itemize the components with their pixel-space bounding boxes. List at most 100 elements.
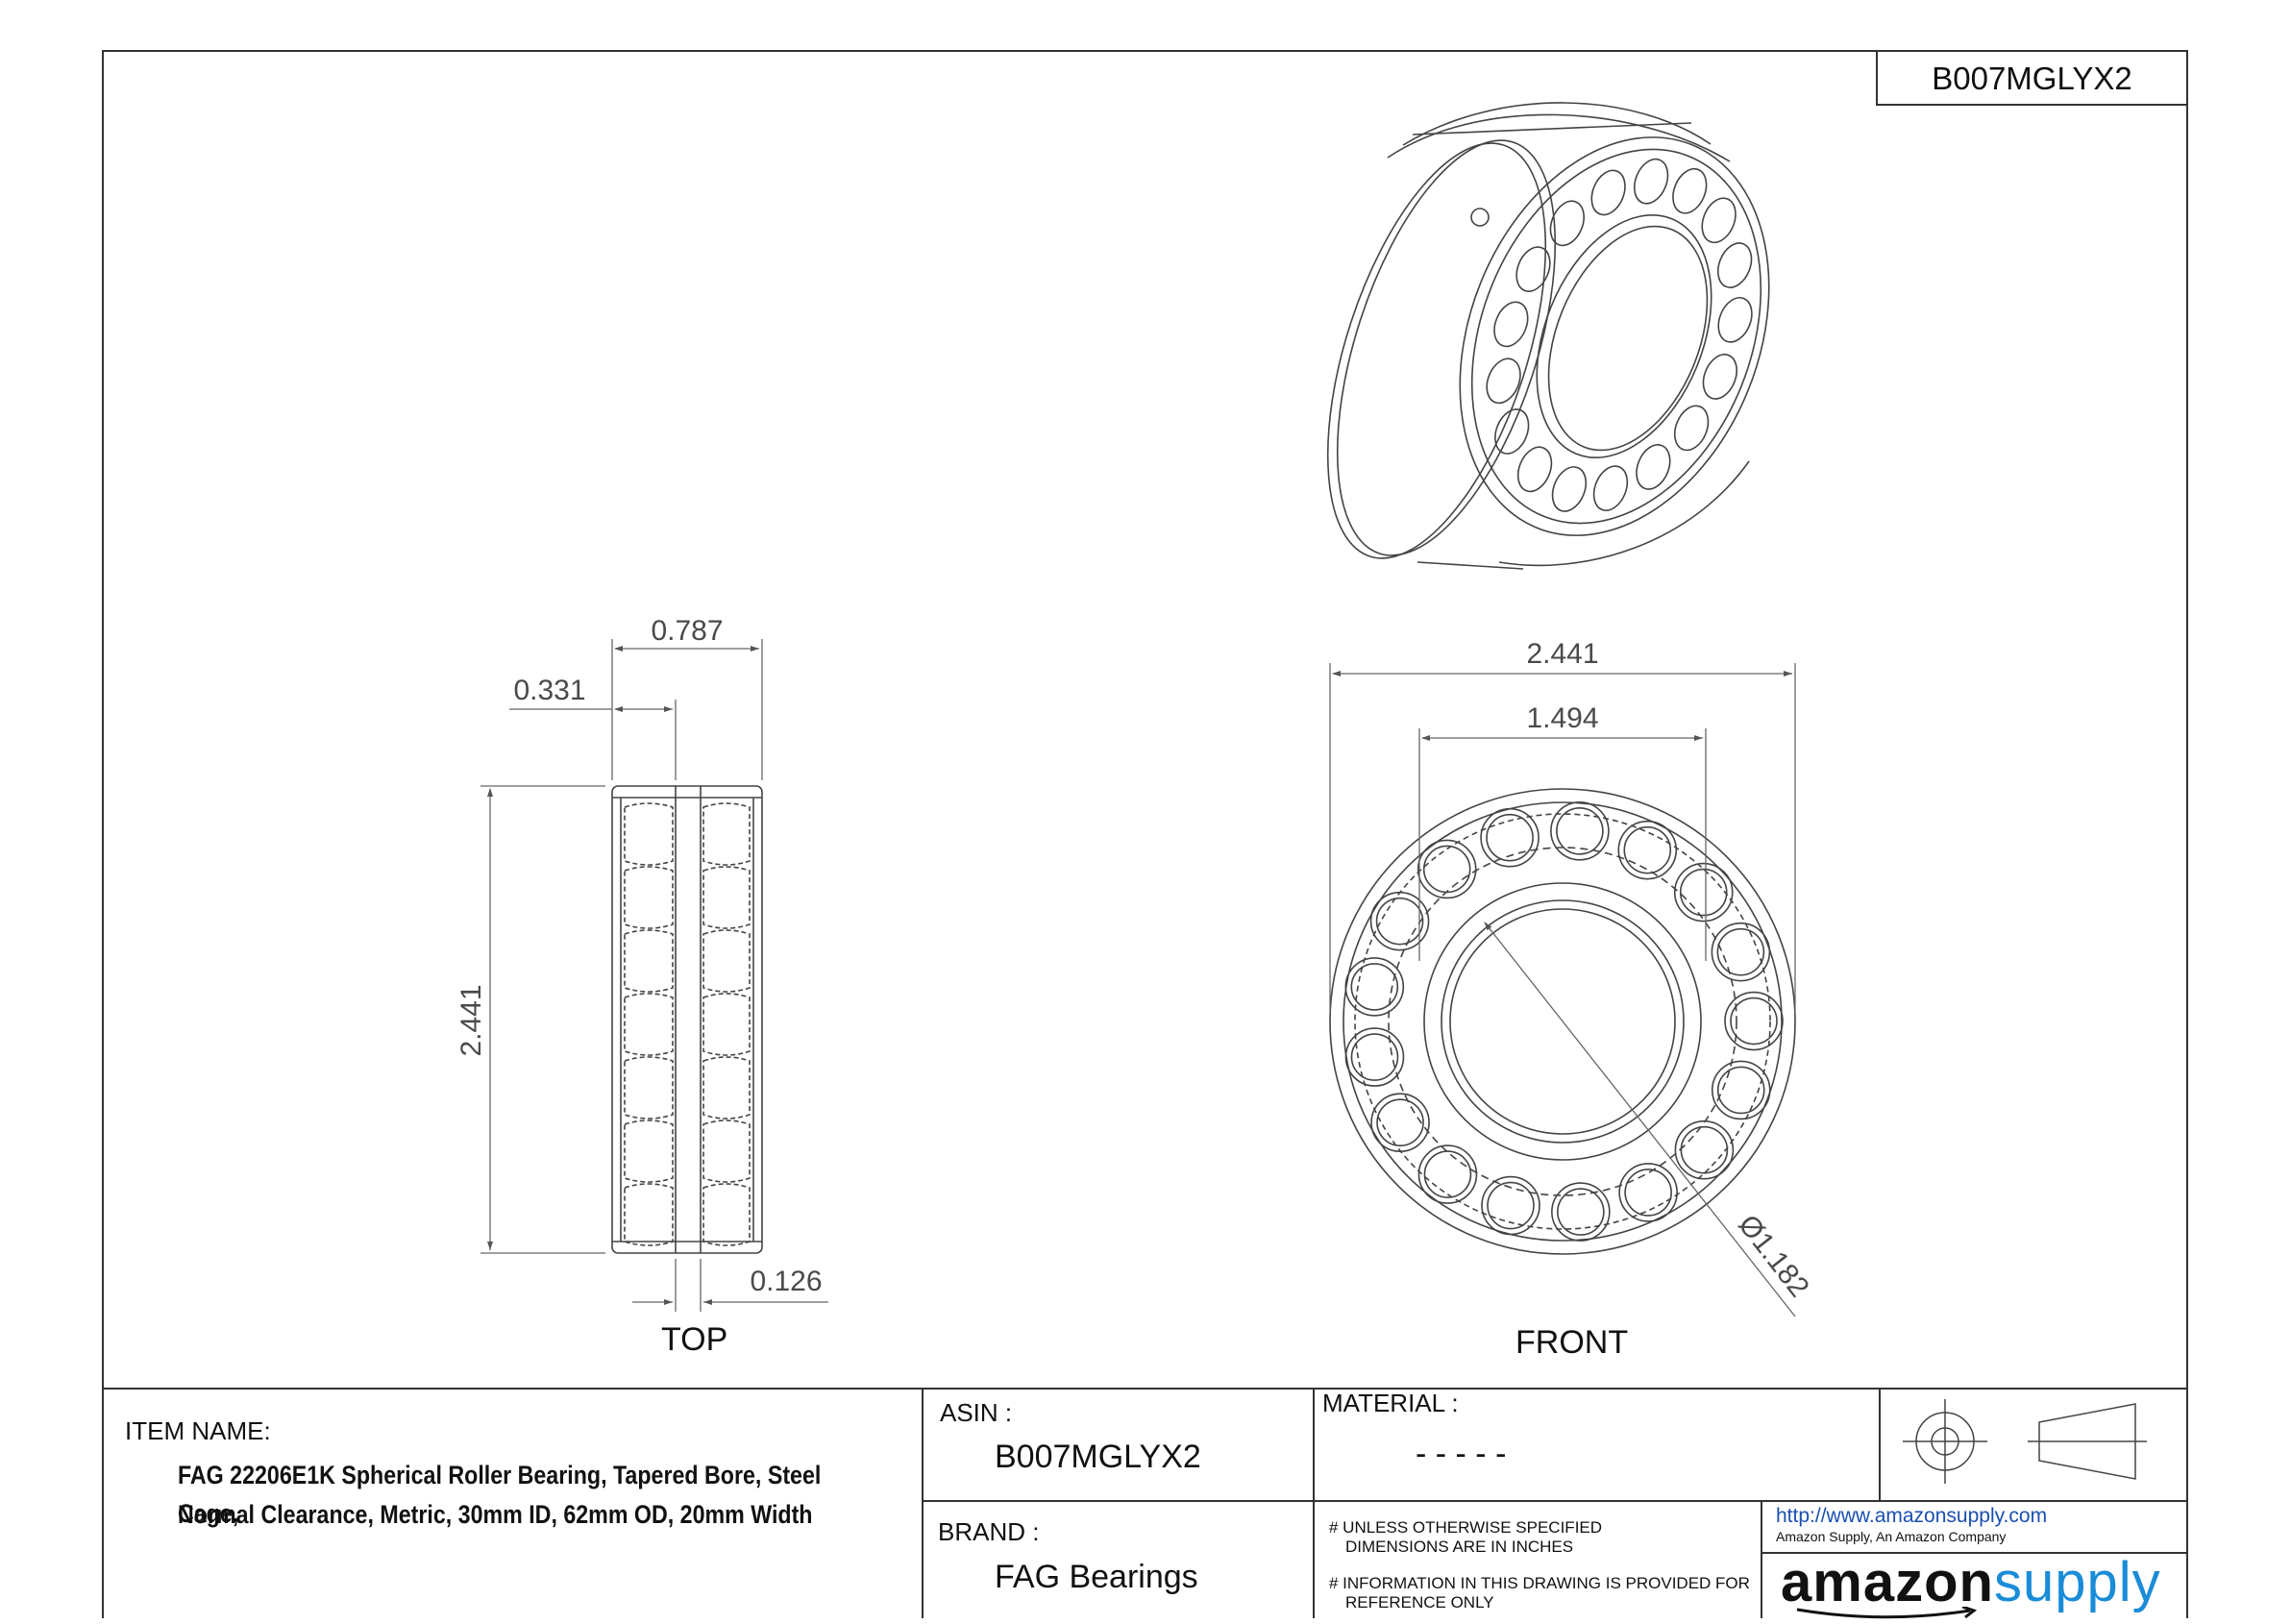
front-roller xyxy=(1550,801,1610,861)
front-roller xyxy=(1344,1027,1405,1087)
top-roller xyxy=(702,866,751,929)
front-roller xyxy=(1344,957,1405,1017)
note-reference-line1: # INFORMATION IN THIS DRAWING IS PROVIDE… xyxy=(1329,1574,1750,1592)
dim-top-width-total: 0.787 xyxy=(651,615,723,647)
note-units-line2: DIMENSIONS ARE IN INCHES xyxy=(1345,1538,1574,1556)
front-roller xyxy=(1417,1144,1478,1204)
dim-top-width-row: 0.331 xyxy=(513,675,585,706)
iso-roller xyxy=(1493,301,1529,348)
top-roller xyxy=(624,1056,674,1120)
front-roller-inner xyxy=(1716,927,1765,976)
top-view xyxy=(611,785,763,1254)
brand-label: BRAND : xyxy=(938,1517,1040,1546)
iso-roller xyxy=(1494,408,1530,455)
front-roller xyxy=(1481,1175,1540,1236)
amazonsupply-logo: amazonsupply xyxy=(1781,1549,2161,1616)
front-roller-inner xyxy=(1487,1181,1535,1230)
front-roller xyxy=(1370,1093,1430,1152)
iso-roller xyxy=(1717,297,1753,343)
front-roller xyxy=(1674,1120,1735,1180)
front-roller xyxy=(1551,1182,1611,1242)
top-roller xyxy=(702,993,751,1056)
top-roller xyxy=(624,866,674,929)
top-roller xyxy=(702,1183,751,1246)
top-roller xyxy=(624,993,674,1056)
iso-roller xyxy=(1486,357,1521,405)
iso-roller xyxy=(1716,242,1753,288)
front-roller xyxy=(1618,1163,1678,1222)
brand-value: FAG Bearings xyxy=(995,1559,1198,1595)
iso-roller xyxy=(1673,405,1710,452)
logo-smile-icon xyxy=(1796,1607,1978,1619)
note-reference-line2: REFERENCE ONLY xyxy=(1345,1593,1494,1612)
top-rollers xyxy=(624,802,751,1246)
front-roller-inner xyxy=(1350,1033,1399,1081)
top-roller xyxy=(702,1056,751,1120)
front-roller-inner xyxy=(1556,807,1604,855)
iso-rollers xyxy=(1486,158,1753,512)
material-label: MATERIAL : xyxy=(1322,1389,1459,1417)
top-roller xyxy=(624,1183,674,1246)
front-roller-inner xyxy=(1623,825,1672,874)
asin-value: B007MGLYX2 xyxy=(995,1439,1201,1475)
iso-roller xyxy=(1672,167,1708,214)
iso-roller xyxy=(1636,444,1671,490)
front-roller-inner xyxy=(1679,868,1728,917)
dim-top-groove: 0.126 xyxy=(750,1266,822,1297)
note-units-line1: # UNLESS OTHERWISE SPECIFIED xyxy=(1329,1518,1603,1537)
top-roller xyxy=(624,929,674,993)
front-roller-inner xyxy=(1486,813,1534,862)
item-name-line1: FAG 22206E1K Spherical Roller Bearing, T… xyxy=(178,1461,822,1528)
top-roller xyxy=(702,929,751,993)
amazonsupply-url[interactable]: http://www.amazonsupply.com xyxy=(1776,1505,2048,1527)
front-roller xyxy=(1480,807,1540,868)
front-roller-inner xyxy=(1423,1150,1472,1198)
top-view-dimensions xyxy=(480,639,828,1312)
front-roller xyxy=(1416,839,1477,899)
iso-roller xyxy=(1633,158,1669,205)
iso-roller xyxy=(1549,200,1585,247)
dim-top-height: 2.441 xyxy=(456,984,487,1056)
iso-roller xyxy=(1592,465,1629,511)
top-view-label: TOP xyxy=(661,1321,728,1358)
front-roller xyxy=(1369,891,1430,951)
item-name-line2: Normal Clearance, Metric, 30mm ID, 62mm … xyxy=(178,1500,813,1529)
front-roller-inner xyxy=(1680,1125,1729,1174)
front-roller-inner xyxy=(1350,963,1399,1011)
front-roller xyxy=(1617,820,1678,880)
logo-supply-text: supply xyxy=(1993,1551,2161,1613)
front-roller xyxy=(1673,862,1734,923)
front-view xyxy=(1329,788,1796,1255)
amazonsupply-tagline: Amazon Supply, An Amazon Company xyxy=(1776,1529,2007,1544)
front-roller-inner xyxy=(1624,1169,1672,1217)
dim-front-pitch: 1.494 xyxy=(1526,702,1598,734)
iso-roller xyxy=(1590,169,1626,216)
front-view-dimensions xyxy=(1329,663,1796,1317)
iso-roller xyxy=(1516,446,1553,493)
asin-label: ASIN : xyxy=(940,1398,1013,1427)
isometric-view xyxy=(1326,102,1770,570)
top-roller xyxy=(702,1120,751,1183)
front-roller xyxy=(1711,922,1771,982)
front-roller-inner xyxy=(1376,1098,1424,1146)
projection-symbol xyxy=(1903,1399,2147,1484)
front-roller-inner xyxy=(1716,1066,1765,1115)
item-name-label: ITEM NAME: xyxy=(125,1416,271,1445)
asin-box xyxy=(1876,50,2188,106)
front-roller-inner xyxy=(1730,997,1778,1046)
material-value: - - - - - xyxy=(1416,1436,1507,1472)
top-roller xyxy=(702,802,751,866)
front-rollers xyxy=(1344,801,1784,1242)
iso-roller xyxy=(1551,466,1588,512)
top-roller xyxy=(624,1120,674,1183)
front-roller-inner xyxy=(1375,897,1424,946)
iso-roller xyxy=(1701,197,1737,244)
front-roller xyxy=(1724,991,1784,1051)
logo-amazon-text: amazon xyxy=(1781,1551,1994,1613)
asin-box-text: B007MGLYX2 xyxy=(1932,61,2132,96)
front-roller xyxy=(1711,1060,1771,1120)
sheet-border xyxy=(102,50,2188,1618)
front-roller-inner xyxy=(1422,845,1471,894)
dim-front-outer-diameter: 2.441 xyxy=(1526,638,1598,670)
